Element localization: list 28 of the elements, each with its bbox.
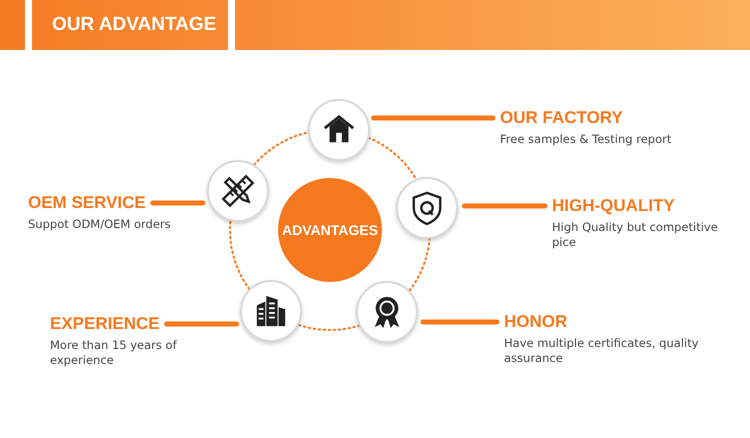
dotted-ring-arc	[298, 324, 361, 331]
advantage-heading: OEM SERVICE	[28, 193, 146, 213]
advantage-description: High Quality but competitive pice	[552, 220, 719, 250]
icon-circle	[206, 160, 269, 222]
header-band	[0, 0, 750, 50]
advantage-heading: HONOR	[504, 312, 568, 332]
connector-bar	[462, 204, 548, 208]
icon-circle	[396, 176, 458, 238]
header-title: OUR ADVANTAGE	[52, 14, 216, 36]
icon-circle	[240, 280, 302, 342]
dotted-ring-arc	[408, 237, 431, 292]
advantage-description: Suppot ODM/OEM orders	[28, 217, 172, 232]
dotted-ring-arc	[253, 131, 309, 166]
dotted-ring-arc	[229, 220, 250, 290]
icon-circle	[308, 99, 370, 162]
connector-bar	[150, 200, 206, 206]
connector-bar	[371, 116, 496, 120]
connector-bar	[164, 322, 240, 326]
dotted-ring-arc	[368, 136, 417, 180]
advantage-heading: HIGH-QUALITY	[552, 196, 675, 216]
connector-bar	[420, 320, 500, 324]
advantage-description: More than 15 years of experience	[50, 338, 178, 368]
center-title: ADVANTAGES	[282, 222, 378, 238]
advantage-description: Free samples & Testing report	[500, 132, 672, 147]
advantage-description: Have multiple certificates, quality assurance	[504, 336, 700, 366]
advantage-heading: OUR FACTORY	[500, 108, 623, 128]
advantage-heading: EXPERIENCE	[50, 314, 160, 334]
icon-circle	[356, 280, 418, 343]
